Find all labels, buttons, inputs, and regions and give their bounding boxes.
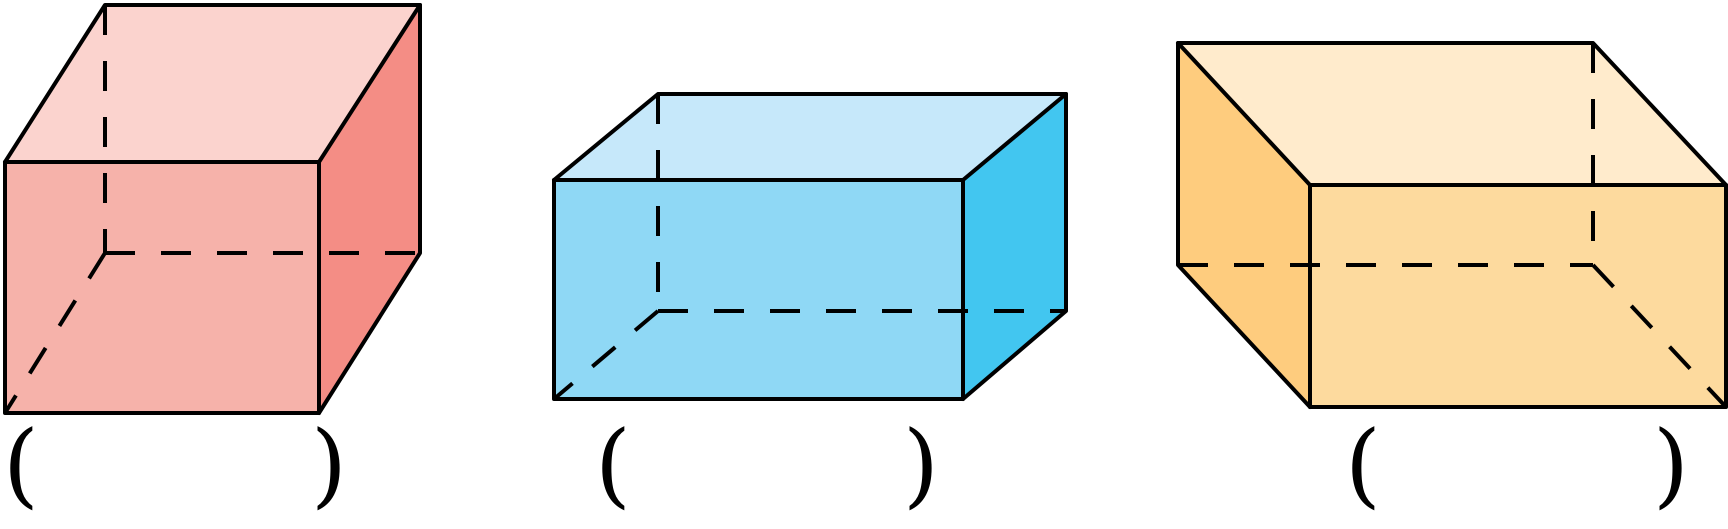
open-box-front-face xyxy=(1310,185,1726,407)
open-box-side-face xyxy=(1178,43,1310,407)
open-box-visible-edges xyxy=(1176,41,1728,409)
cube-visible-edges xyxy=(3,3,422,415)
cuboid-answer-open-paren: ( xyxy=(595,411,631,518)
cuboid-answer-close-paren: ) xyxy=(903,411,939,518)
cuboid-hidden-edges xyxy=(552,94,1066,401)
cube-answer-open-paren: ( xyxy=(3,411,39,518)
cuboid-side-face xyxy=(963,94,1066,399)
cube-hidden-edges xyxy=(3,5,420,415)
cube-answer-close-paren: ) xyxy=(311,411,347,518)
cube-top-face xyxy=(5,5,420,162)
cuboid-top-face xyxy=(554,94,1066,180)
open-box-answer-close-paren: ) xyxy=(1653,411,1689,518)
open-box-answer-open-paren: ( xyxy=(1345,411,1381,518)
cuboid-front-face xyxy=(554,180,963,399)
cube-side-face xyxy=(319,5,420,413)
open-box-hidden-edges xyxy=(1178,43,1728,409)
open-box-top-face xyxy=(1178,43,1726,185)
cuboid-visible-edges xyxy=(552,92,1068,401)
cube-front-face xyxy=(5,162,319,413)
cube-figure: ( ) xyxy=(3,3,422,518)
open-box-figure: ( ) xyxy=(1176,41,1728,518)
cuboid-figure: ( ) xyxy=(552,92,1068,518)
